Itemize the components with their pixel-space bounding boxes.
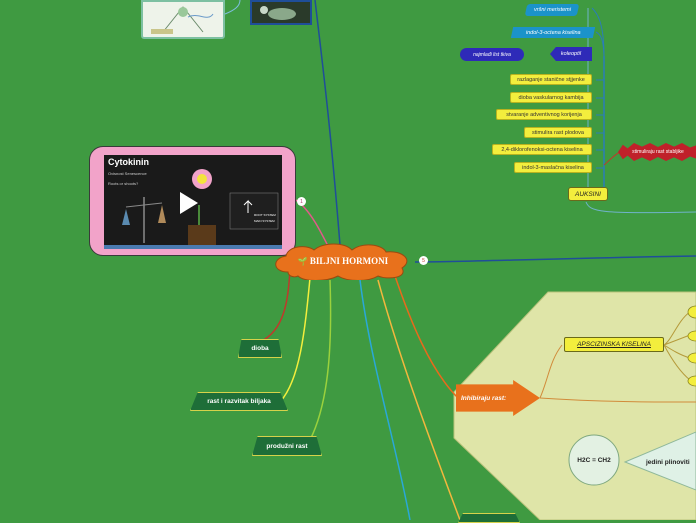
- yellow-item-5-label: 2,4-diklorofenoksi-octena kiselina: [501, 146, 583, 153]
- apscizinska-label: APSCIZINSKA KISELINA: [577, 341, 651, 348]
- right-branch-badge[interactable]: 5: [419, 256, 428, 265]
- gas-label-box: jedini plinoviti: [646, 455, 696, 469]
- node-produzni-rast[interactable]: produžni rast: [252, 436, 322, 456]
- kolepotil-node[interactable]: koleoptil: [550, 47, 592, 61]
- video-illustration: [104, 169, 282, 249]
- yellow-item-6[interactable]: indol-3-maslačna kiselina: [514, 162, 592, 173]
- thumbnail-photo[interactable]: [250, 0, 312, 25]
- kolepotil-label: koleoptil: [560, 51, 582, 57]
- inhibiraju-label: Inhibiraju rast:: [461, 394, 507, 402]
- photo-icon: [260, 6, 296, 20]
- play-icon[interactable]: [180, 192, 198, 214]
- video-badge-number: 1: [300, 198, 303, 205]
- blue-item-vrsni[interactable]: vršni meristemi: [524, 4, 580, 16]
- node-bottom-partial[interactable]: [458, 513, 520, 523]
- node-dioba[interactable]: dioba: [238, 339, 282, 358]
- yellow-item-5[interactable]: 2,4-diklorofenoksi-octena kiselina: [492, 144, 592, 155]
- najmladi-label: najmlađi list tkiva: [473, 51, 511, 58]
- auksini-label: AUKSINI: [574, 190, 601, 198]
- video-title: Cytokinin: [108, 157, 150, 167]
- blue-item-indol-octena-label: indol-3-octena kiselina: [525, 29, 581, 36]
- video-line-2: Roots or shoots?: [108, 181, 139, 186]
- yellow-item-1-label: razlaganje stanične stjjenke: [517, 76, 585, 83]
- auksini-node[interactable]: AUKSINI: [568, 187, 608, 201]
- video-caption-1: ROOT SYSTEM: [254, 213, 276, 217]
- video-line-1: Ovisnost Senescence: [108, 171, 147, 176]
- plant-sketch-icon: [151, 6, 214, 34]
- central-title: BILJNI HORMONI: [309, 256, 389, 266]
- yellow-item-4-label: stimulira rast plodova: [532, 129, 584, 136]
- formula-label: H2C = CH2: [577, 456, 611, 464]
- yellow-item-2-label: dioba vaskularnog kambija: [518, 94, 584, 101]
- blue-item-vrsni-label: vršni meristemi: [533, 7, 571, 13]
- yellow-item-3-label: stvaranje adventivnog korijenja: [506, 111, 582, 118]
- video-card[interactable]: Cytokinin Ovisnost Senescence Roots or s…: [89, 146, 306, 256]
- central-label-row: 🌱 BILJNI HORMONI: [268, 242, 418, 280]
- thumbnail-plant-diagram[interactable]: [141, 0, 225, 39]
- formula-label-box: H2C = CH2: [569, 452, 619, 468]
- node-dioba-label: dioba: [251, 345, 269, 352]
- gas-label: jedini plinoviti: [646, 458, 690, 466]
- yellow-item-2[interactable]: dioba vaskularnog kambija: [510, 92, 592, 103]
- video-badge[interactable]: 1: [297, 197, 306, 206]
- stimuliraju-node[interactable]: stimuliraju rast stabljike: [618, 143, 696, 161]
- stimuliraju-label: stimuliraju rast stabljike: [632, 149, 684, 155]
- yellow-item-1[interactable]: razlaganje stanične stjjenke: [510, 74, 592, 85]
- cloud-shape: [275, 243, 408, 280]
- gas-triangle: [623, 431, 696, 491]
- najmladi-node[interactable]: najmlađi list tkiva: [460, 48, 524, 61]
- video-caption-2: MAIN SYSTEM: [254, 219, 275, 223]
- video-frame[interactable]: Cytokinin Ovisnost Senescence Roots or s…: [104, 155, 282, 249]
- node-produzni-rast-label: produžni rast: [266, 442, 308, 450]
- formula-circle: [568, 434, 620, 486]
- right-branch-badge-number: 5: [422, 257, 425, 264]
- blue-item-indol-octena[interactable]: indol-3-octena kiselina: [510, 27, 596, 38]
- central-node[interactable]: 🌱 BILJNI HORMONI: [268, 242, 418, 280]
- yellow-item-4[interactable]: stimulira rast plodova: [524, 127, 592, 138]
- yellow-item-3[interactable]: stvaranje adventivnog korijenja: [496, 109, 592, 120]
- sprout-icon: 🌱: [297, 256, 308, 266]
- yellow-item-6-label: indol-3-maslačna kiselina: [522, 164, 584, 171]
- node-rast-razvitak-label: rast i razvitak biljaka: [207, 398, 271, 405]
- node-rast-razvitak[interactable]: rast i razvitak biljaka: [190, 392, 288, 411]
- apscizinska-node[interactable]: APSCIZINSKA KISELINA: [564, 337, 664, 352]
